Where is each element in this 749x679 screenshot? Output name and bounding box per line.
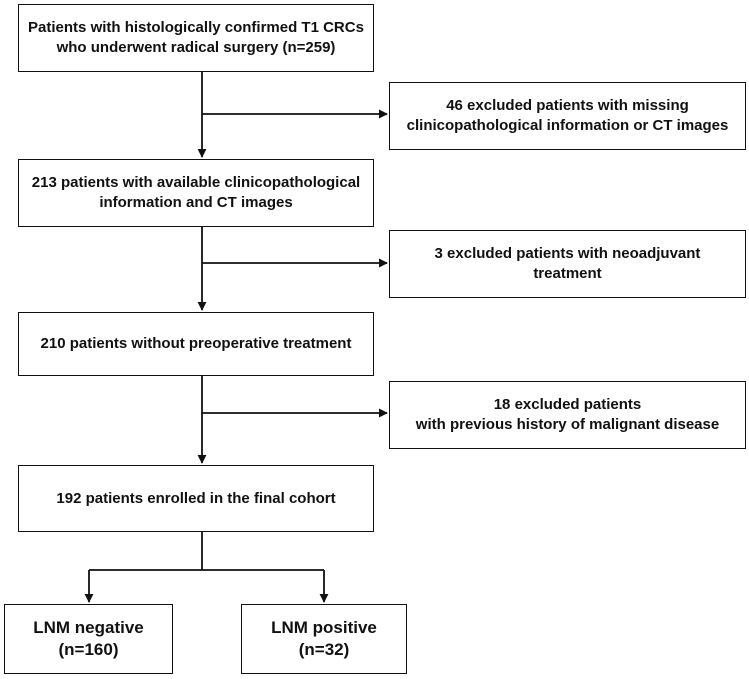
box-line: treatment xyxy=(533,265,602,282)
box-line: 18 excluded patients xyxy=(493,396,642,413)
box-line: LNM negative xyxy=(33,618,144,637)
box-exclusion-missing: 46 excluded patients with missing clinic… xyxy=(389,82,746,150)
box-line: LNM positive xyxy=(271,618,377,637)
box-final-cohort: 192 patients enrolled in the final cohor… xyxy=(18,465,374,532)
box-line: 3 excluded patients with neoadjuvant xyxy=(434,245,701,262)
box-exclusion-malignant: 18 excluded patients with previous histo… xyxy=(389,381,746,449)
box-total-patients: Patients with histologically confirmed T… xyxy=(18,4,374,72)
box-line: 46 excluded patients with missing xyxy=(446,97,689,114)
box-no-preoperative-treatment: 210 patients without preoperative treatm… xyxy=(18,312,374,376)
box-lnm-negative: LNM negative (n=160) xyxy=(4,604,173,674)
box-line: (n=32) xyxy=(298,640,350,659)
box-line: who underwent radical surgery (n=259) xyxy=(56,39,336,56)
box-available-patients: 213 patients with available clinicopatho… xyxy=(18,159,374,227)
box-exclusion-neoadjuvant: 3 excluded patients with neoadjuvant tre… xyxy=(389,230,746,298)
box-line: 192 patients enrolled in the final cohor… xyxy=(56,489,336,507)
box-line: clinicopathological information or CT im… xyxy=(406,117,729,134)
box-line: (n=160) xyxy=(58,640,119,659)
box-line: information and CT images xyxy=(99,194,293,211)
box-line: Patients with histologically confirmed T… xyxy=(28,19,364,36)
box-lnm-positive: LNM positive (n=32) xyxy=(241,604,407,674)
box-line: 210 patients without preoperative treatm… xyxy=(40,335,352,352)
box-line: with previous history of malignant disea… xyxy=(415,416,720,433)
box-line: 213 patients with available clinicopatho… xyxy=(31,174,361,191)
